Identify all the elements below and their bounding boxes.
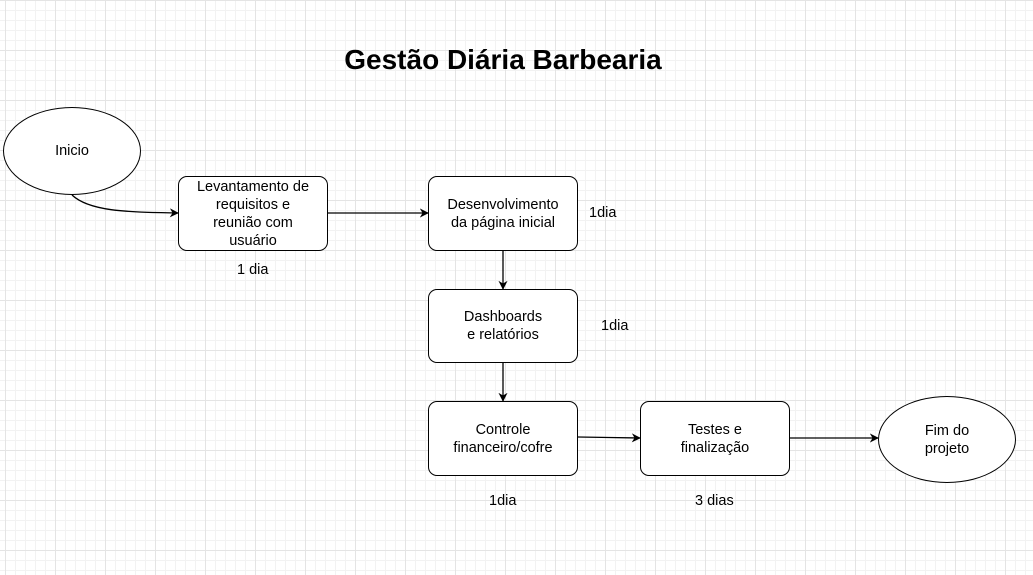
node-inicio-label: Inicio <box>55 143 89 159</box>
duration-controle: 1dia <box>489 493 517 509</box>
node-desenvolvimento[interactable]: Desenvolvimento da página inicial <box>428 176 578 251</box>
node-testes-label: Testes e finalização <box>680 421 750 456</box>
edge-inicio-levantamento[interactable] <box>71 194 179 218</box>
node-desenvolvimento-label: Desenvolvimento da página inicial <box>447 196 559 231</box>
diagram-title: Gestão Diária Barbearia <box>344 44 662 75</box>
node-levantamento[interactable]: Levantamento de requisitos e reunião com… <box>178 176 328 251</box>
duration-testes: 3 dias <box>695 493 734 509</box>
node-controle-label: Controle financeiro/cofre <box>453 421 553 456</box>
duration-desenvolvimento: 1dia <box>589 205 617 221</box>
node-controle[interactable]: Controle financeiro/cofre <box>428 401 578 476</box>
node-fim-label: Fim do projeto <box>924 422 970 457</box>
duration-levantamento: 1 dia <box>237 262 269 278</box>
node-inicio[interactable]: Inicio <box>3 107 141 195</box>
node-testes[interactable]: Testes e finalização <box>640 401 790 476</box>
duration-dashboards: 1dia <box>601 318 629 334</box>
node-dashboards-label: Dashboards e relatórios <box>463 309 543 343</box>
node-levantamento-label: Levantamento de requisitos e reunião com… <box>196 178 310 249</box>
node-fim[interactable]: Fim do projeto <box>878 396 1016 483</box>
node-dashboards[interactable]: Dashboards e relatórios <box>428 289 578 363</box>
edge-controle-testes[interactable] <box>577 433 641 443</box>
